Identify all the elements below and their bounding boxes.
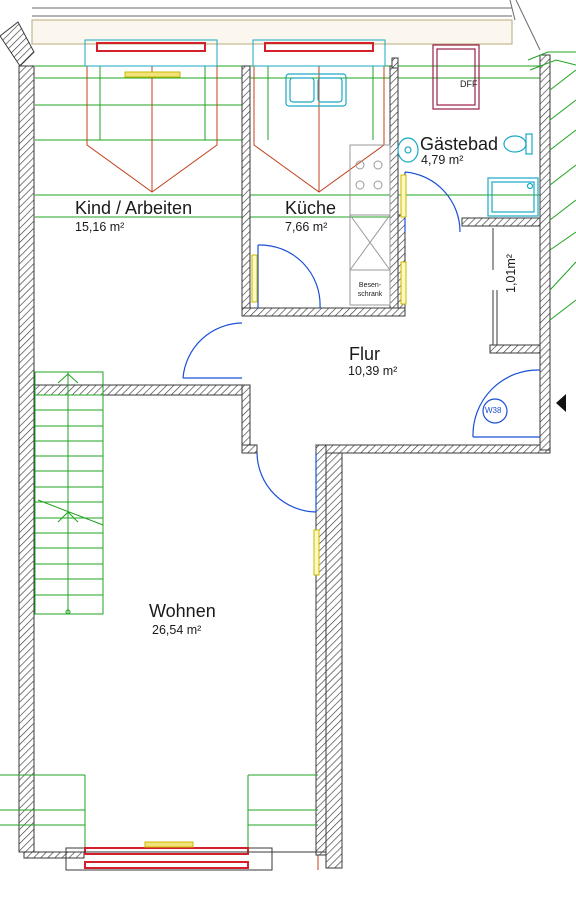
room-name-gastebad: Gästebad (420, 134, 499, 154)
roof-slope-lines (35, 65, 540, 218)
room-area-kind: 15,16 m² (75, 220, 125, 234)
walls (18, 54, 551, 869)
room-name-flur: Flur (349, 344, 380, 364)
room-name-kind: Kind / Arbeiten (75, 198, 193, 218)
radiators (251, 174, 407, 576)
dormer-bottom (0, 774, 318, 852)
kitchen-fixtures (349, 144, 391, 306)
entrance-arrow-icon (556, 394, 566, 412)
besenschrank-line1: Besen- (358, 282, 382, 289)
room-name-wohnen: Wohnen (149, 601, 216, 621)
corner-hatch (0, 21, 35, 67)
besenschrank-line2: schrank (357, 291, 383, 298)
besenschrank-label: Besen- schrank (352, 281, 388, 299)
skylight (432, 44, 480, 110)
w38-label: W38 (485, 406, 502, 415)
kitchen-sink (285, 73, 347, 107)
doors (182, 171, 541, 513)
staircase (34, 371, 104, 615)
closet-shelf (492, 228, 498, 345)
dff-label: DFF (460, 79, 478, 89)
windows-top (84, 39, 386, 78)
staircase-right (527, 51, 576, 321)
window-bottom (34, 841, 326, 871)
room-area-wohnen: 26,54 m² (152, 623, 202, 637)
bathroom-fixtures (397, 133, 539, 217)
room-name-kueche: Küche (285, 198, 337, 218)
room-area-flur: 10,39 m² (348, 364, 398, 378)
room-area-gastebad: 4,79 m² (421, 153, 464, 167)
room-area-kueche: 7,66 m² (285, 220, 328, 234)
room-area-abstell: 1,01m² (504, 254, 518, 293)
w38-marker (482, 398, 508, 424)
